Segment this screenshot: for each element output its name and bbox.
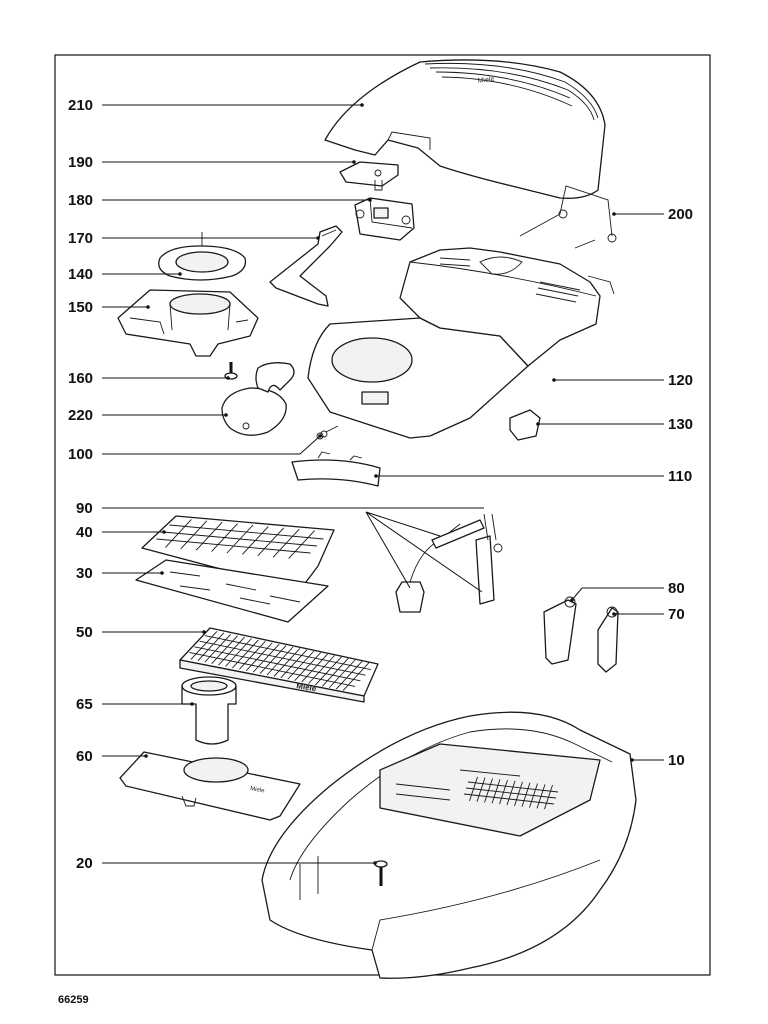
label-70: 70 xyxy=(668,606,685,623)
label-170: 170 xyxy=(68,230,93,247)
part-150-bag-holder xyxy=(117,289,259,357)
part-30-mat xyxy=(135,559,329,623)
part-220-swivel xyxy=(221,362,295,436)
part-190-plate xyxy=(339,161,399,191)
part-80-holder xyxy=(543,596,577,665)
label-150: 150 xyxy=(68,299,93,316)
part-110-strip xyxy=(291,451,381,487)
label-40: 40 xyxy=(76,524,93,541)
label-140: 140 xyxy=(68,266,93,283)
label-110: 110 xyxy=(668,468,692,485)
part-100-spring xyxy=(316,425,339,440)
label-100: 100 xyxy=(68,446,93,463)
label-220: 220 xyxy=(68,407,93,424)
label-65: 65 xyxy=(76,696,93,713)
part-10-base xyxy=(261,711,637,979)
label-10: 10 xyxy=(668,752,685,769)
label-60: 60 xyxy=(76,748,93,765)
part-60-cover: Miele xyxy=(119,751,301,821)
part-210-lid: Miele xyxy=(324,59,606,199)
part-120-housing-top xyxy=(307,247,615,439)
part-90-wiring xyxy=(395,513,503,613)
part-170-lever xyxy=(269,225,343,307)
part-180-switch xyxy=(354,197,415,241)
label-160: 160 xyxy=(68,370,93,387)
label-130: 130 xyxy=(668,416,693,433)
label-180: 180 xyxy=(68,192,93,209)
label-20: 20 xyxy=(76,855,93,872)
filter-logo: Miele xyxy=(296,681,318,693)
label-50: 50 xyxy=(76,624,93,641)
label-30: 30 xyxy=(76,565,93,582)
part-40-grid xyxy=(141,515,335,591)
part-130-clip xyxy=(509,409,541,441)
label-200: 200 xyxy=(668,206,693,223)
part-140-ring xyxy=(158,232,247,281)
label-80: 80 xyxy=(668,580,685,597)
leader-lines xyxy=(102,103,664,865)
label-120: 120 xyxy=(668,372,693,389)
part-labels: 210 190 180 170 140 150 160 220 100 90 4… xyxy=(68,97,693,872)
part-200-wire xyxy=(519,185,617,249)
lid-logo: Miele xyxy=(477,76,495,85)
part-65-cylinder xyxy=(181,676,237,745)
part-70-clip xyxy=(597,606,619,673)
holder-logo: Miele xyxy=(250,786,266,795)
label-90: 90 xyxy=(76,500,93,517)
part-160-screw xyxy=(224,362,238,380)
label-190: 190 xyxy=(68,154,93,171)
part-50-hepa: Miele xyxy=(179,627,379,703)
document-number: 66259 xyxy=(58,994,89,1006)
label-210: 210 xyxy=(68,97,93,114)
